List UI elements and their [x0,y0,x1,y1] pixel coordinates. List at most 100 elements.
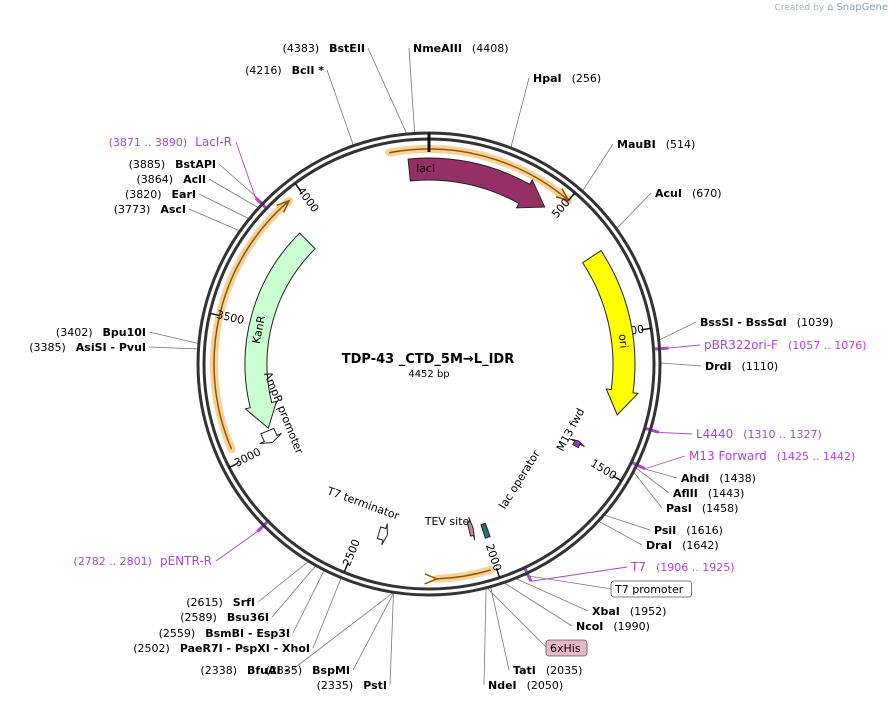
site-srfi[interactable]: (2615) SrfI [186,596,255,609]
primer-laci-r[interactable]: (3871 .. 3890)LacI-R [109,135,232,149]
primer-leader [215,531,258,562]
site-leader [198,193,249,219]
map-center: TDP-43 _CTD_5M→L_IDR 4452 bp [342,352,514,380]
site-position: (4408) [472,42,509,55]
site-bcli[interactable]: (4216)BclI * [245,64,324,77]
site-position: (2589) [180,611,217,624]
site-name: SrfI [233,596,255,609]
orf-arrowhead [424,573,439,585]
site-acui[interactable]: AcuI(670) [655,187,722,200]
site-name: Bpu10I [103,326,147,339]
tick-mark-1000 [641,327,652,331]
feature-t7-terminator[interactable] [376,523,388,546]
snapgene-watermark: Created by ⌂ SnapGene [775,2,888,13]
site-position: (3385) [29,341,66,354]
site-leader [148,331,199,344]
site-leader [257,561,309,603]
site-name: AflII [673,487,698,500]
site-leader [218,163,263,203]
site-eari[interactable]: (3820)EarI [125,188,196,201]
site-bsteii[interactable]: (4383)BstEII [283,42,365,55]
site-paer7i-pspxi-xhoi[interactable]: (2502)PaeR7I - PspXI - XhoI [133,642,310,655]
site-pasi[interactable]: PasI(1458) [666,502,738,515]
site-name: DraI [646,539,672,552]
site-leader [660,362,702,367]
feature-label-laci: lacI [416,162,435,175]
site-asci[interactable]: (3773)AscI [114,203,186,216]
primer-pentr-r[interactable]: (2782 .. 2801)pENTR-R [73,554,212,568]
site-hpai[interactable]: HpaI (256) [533,72,601,85]
site-acli[interactable]: (3864)AclI [137,173,206,186]
watermark-prefix: Created by [774,2,825,13]
primer-t7[interactable]: T7(1906 .. 1925) [630,560,735,574]
site-leader [659,321,697,341]
site-psti[interactable]: (2335)PstI [317,679,387,692]
site-position: (256) [572,72,602,85]
site-aflii[interactable]: AflII(1443) [673,487,744,500]
primer-name: T7 [630,560,646,574]
site-drai[interactable]: DraI(1642) [646,539,719,552]
site-drdi[interactable]: DrdI(1110) [705,360,778,373]
site-maubi[interactable]: MauBI(514) [617,138,695,151]
primer-mark [254,196,267,209]
feature-tev-site[interactable] [466,516,476,541]
site-psii[interactable]: PsiI(1616) [654,524,723,537]
primer-mark [645,427,660,434]
site-bfuai[interactable]: (2338) BfuAI - [200,664,289,677]
primer-pbr322ori-f[interactable]: pBR322ori-F(1057 .. 1076) [704,338,867,352]
site-name: PaeR7I - PspXI - XhoI [180,642,310,655]
primer-name: L4440 [696,427,733,441]
site-name: HpaI [533,72,562,85]
plasmid-size: 4452 bp [408,369,449,380]
primer-name: pBR322ori-F [704,338,778,352]
site-leader [408,47,416,133]
snapgene-logo-icon: ⌂ [827,2,834,13]
feature-m13-fwd[interactable] [570,438,585,449]
feature-laci[interactable] [407,157,546,209]
site-position: (2615) [186,596,223,609]
site-bsssi-bsss-i[interactable]: BssSI - BssSαI(1039) [700,316,833,329]
site-name: PsiI [654,524,676,537]
site-xbai[interactable]: XbaI(1952) [592,605,666,618]
plasmid-backbone [196,131,662,597]
site-position: (2335) [266,664,303,677]
primer-position: (2782 .. 2801) [73,555,152,568]
site-position: (2338) [200,664,237,677]
site-leader [633,472,663,509]
boxed-leader [524,574,613,590]
feature-label-m13-fwd: M13 fwd [554,406,587,453]
tick-label-1500: 1500 [588,457,619,483]
site-name: BfuAI - [247,664,289,677]
primer-leader [659,432,693,435]
feature-lac-operator[interactable] [480,522,491,539]
site-name: XbaI [592,605,620,618]
boxed-label-6xhis[interactable]: 6xHis [550,642,581,655]
feature-arrows [244,157,639,546]
site-position: (2559) [159,627,196,640]
site-asisi-pvui[interactable]: (3385)AsiSI - PvuI [29,341,146,354]
site-tati[interactable]: TatI(2035) [513,664,582,677]
site-ncoi[interactable]: NcoI(1990) [576,620,650,633]
site-ahdi[interactable]: AhdI(1438) [681,472,756,485]
primer-leader [235,141,257,199]
feature-ori[interactable] [581,249,639,416]
site-nmeaiii[interactable]: NmeAIII(4408) [413,42,509,55]
feature-ampr-promoter[interactable] [259,427,282,445]
tick-label-2500: 2500 [340,537,363,568]
boxed-label-t7-promoter[interactable]: T7 promoter [614,583,684,596]
primer-l4440[interactable]: L4440(1310 .. 1327) [696,427,822,441]
site-ndei[interactable]: NdeI(2050) [488,679,563,692]
site-name: AscI [160,203,186,216]
site-bsmbi-esp3i[interactable]: (2559)BsmBI - Esp3I [159,627,290,640]
site-position: (1458) [702,502,739,515]
site-bstapi[interactable]: (3885)BstAPI [129,158,216,171]
primer-m13-forward[interactable]: M13 Forward(1425 .. 1442) [689,449,855,463]
site-name: BspMI [312,664,350,677]
site-leader [504,582,573,627]
site-bspmi[interactable]: (2335) BspMI [266,664,350,677]
site-bsu36i[interactable]: (2589)Bsu36I [180,611,269,624]
site-position: (3820) [125,188,162,201]
feature-kanr[interactable] [244,232,316,429]
site-bpu10i[interactable]: (3402)Bpu10I [56,326,146,339]
